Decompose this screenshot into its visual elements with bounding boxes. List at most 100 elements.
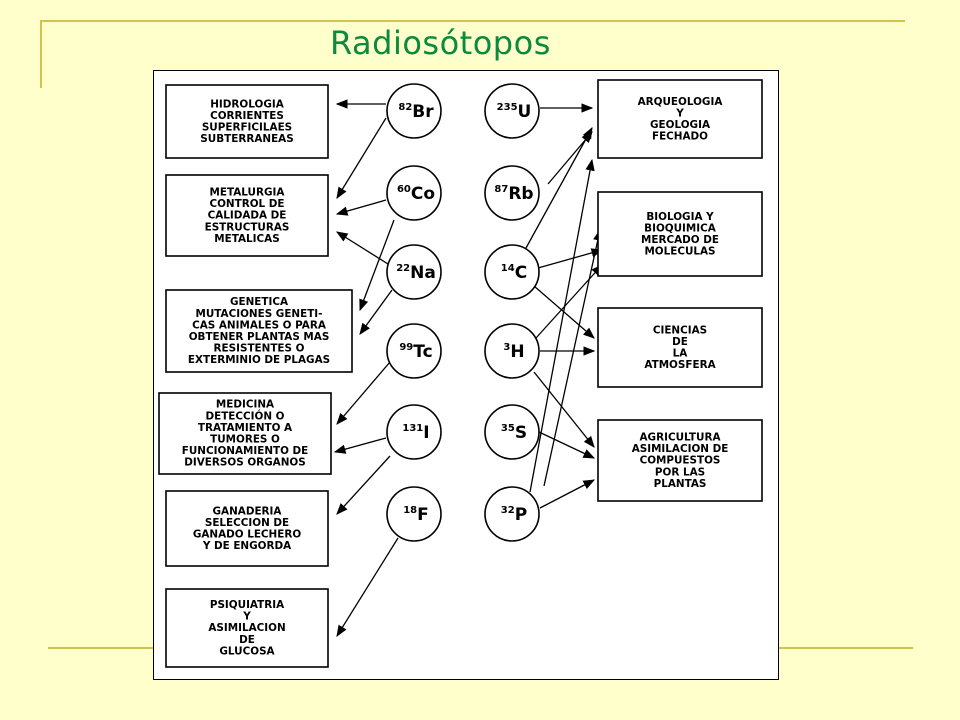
isotope-node-u-label: 235U [497,102,532,122]
arrow-c-biologia [537,248,604,269]
isotope-node-p: 32P [484,486,540,542]
arrow-i-medicina [333,437,387,454]
right-box-4-line: AGRICULTURA [640,432,721,444]
arrow-br-metalurgia [336,117,387,199]
left-box-2-line: CALIDADA DE [208,210,287,222]
left-box-3-line: OBTENER PLANTAS MAS [189,331,330,343]
isotope-node-f-mass: 18 [403,505,417,516]
right-box-2-line: BIOLOGIA Y [646,211,714,223]
arrow-h-agricultura [533,371,595,448]
top-rule [40,20,905,22]
isotope-node-s: 35S [484,404,540,460]
isotope-node-h-symbol: H [510,342,524,362]
left-box-4-line: FUNCIONAMIENTO DE [182,445,309,457]
isotope-node-s-circle [484,404,540,460]
isotope-node-na-mass: 22 [396,263,410,274]
isotope-node-co-label: 60Co [397,184,435,204]
left-box-3-line: EXTERMINIO DE PLAGAS [188,354,330,366]
isotope-node-f-symbol: F [417,505,429,525]
arrow-p-biologia [543,228,603,487]
isotope-node-br-symbol: Br [412,102,434,122]
right-box-1-line: ARQUEOLOGIA [638,96,723,108]
left-box-6-line: DE [239,634,255,646]
isotope-node-f-label: 18F [403,505,429,525]
right-box-1-line: Y [675,107,684,119]
right-box-3-line: ATMOSFERA [644,359,715,371]
left-box-4-line: TUMORES O [210,434,280,446]
isotope-node-tc-symbol: Tc [413,342,432,362]
left-box-5-line: GANADO LECHERO [193,529,302,541]
isotope-node-c-label: 14C [501,263,527,283]
isotope-node-tc-circle [386,323,442,379]
isotope-applications-diagram: HIDROLOGIACORRIENTESSUPERFICILAESSUBTERR… [158,79,763,668]
left-box-2-line: METALURGIA [210,187,285,199]
left-box-4-line: MEDICINA [216,399,274,411]
arrow-s-agricultura [538,431,596,459]
isotope-node-c-circle [484,244,540,300]
right-box-3-line: LA [673,348,688,360]
isotope-node-h: 3H [484,323,540,379]
left-box-2-line: CONTROL DE [209,198,284,210]
left-box-3-border [165,289,353,373]
left-box-4-line: DETECCIÓN O [205,409,284,422]
isotope-node-u-symbol: U [518,102,532,122]
left-box-3-line: MUTACIONES GENETI- [195,308,322,320]
arrow-h-biologia [535,264,603,339]
arrow-i-ganaderia [336,455,391,515]
right-box-1-border [597,79,763,159]
right-box-3-line: CIENCIAS [653,324,707,336]
right-box-2-line: MERCADO DE [641,234,719,246]
arrow-na-genetica [359,289,393,335]
isotope-node-c-symbol: C [515,263,527,283]
isotope-node-p-label: 32P [501,505,527,525]
isotope-node-br: 82Br [386,83,442,139]
isotope-node-tc-mass: 99 [399,342,413,353]
isotope-node-br-label: 82Br [398,102,434,122]
isotope-node-na-label: 22Na [396,263,436,283]
isotope-node-s-label: 35S [501,423,527,443]
left-box-6-border [165,588,329,668]
isotope-node-c-mass: 14 [501,263,515,274]
isotope-node-tc-label: 99Tc [399,342,432,362]
isotope-node-h-mass: 3 [503,342,510,353]
isotope-node-rb-symbol: Rb [508,184,533,204]
left-box-5-line: Y DE ENGORDA [202,540,291,552]
isotope-node-p-circle [484,486,540,542]
isotope-node-h-label: 3H [503,342,524,362]
left-rule [40,20,42,88]
left-box-1-line: CORRIENTES [210,110,284,122]
isotope-node-co-symbol: Co [411,184,435,204]
isotope-node-i-symbol: I [423,423,429,443]
isotope-node-tc: 99Tc [386,323,442,379]
isotope-node-br-circle [386,83,442,139]
left-box-1-line: SUPERFICILAES [202,122,292,134]
left-box-3-line: RESISTENTES O [214,343,305,355]
right-box-1-line: FECHADO [652,131,708,143]
isotope-node-h-circle [484,323,540,379]
left-box-2-line: METALICAS [214,233,279,245]
isotope-node-u-mass: 235 [497,102,518,113]
isotope-node-i-mass: 131 [402,423,423,434]
isotope-node-rb-circle [484,165,540,221]
isotope-node-co-mass: 60 [397,184,411,195]
right-box-4-line: ASIMILACION DE [632,443,729,455]
left-box-3-line: CAS ANIMALES O PARA [192,319,326,331]
isotope-node-u-circle [484,83,540,139]
isotope-node-br-mass: 82 [398,102,412,113]
left-box-3-line: GENETICA [230,296,288,308]
isotope-node-rb: 87Rb [484,165,540,221]
right-box-4-line: COMPUESTOS [640,455,721,467]
isotope-node-f-circle [386,486,442,542]
left-box-6-line: PSIQUIATRIA [210,599,284,611]
left-box-1-border [165,84,329,159]
right-box-4-line: PLANTAS [654,478,707,490]
left-box-6-line: GLUCOSA [219,645,274,657]
left-box-1-line: HIDROLOGIA [210,98,284,110]
right-box-4-line: POR LAS [655,466,705,478]
left-box-5-line: GANADERIA [213,505,282,517]
